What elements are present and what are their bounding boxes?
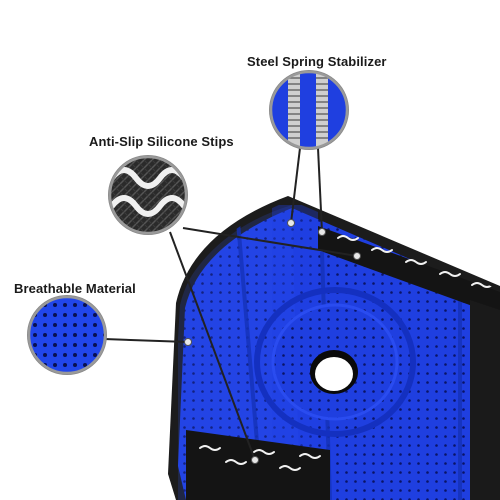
breathable-callout-image <box>27 295 107 375</box>
leader-lines <box>103 147 358 461</box>
steel-spring-callout-image <box>269 70 349 150</box>
anti-slip-label: Anti-Slip Silicone Stips <box>89 134 234 149</box>
anchor-dots <box>184 219 361 464</box>
knee-brace <box>168 196 500 500</box>
anti-slip-callout-image <box>108 155 188 235</box>
breathable-material-label: Breathable Material <box>14 281 136 296</box>
steel-spring-label: Steel Spring Stabilizer <box>247 54 387 69</box>
